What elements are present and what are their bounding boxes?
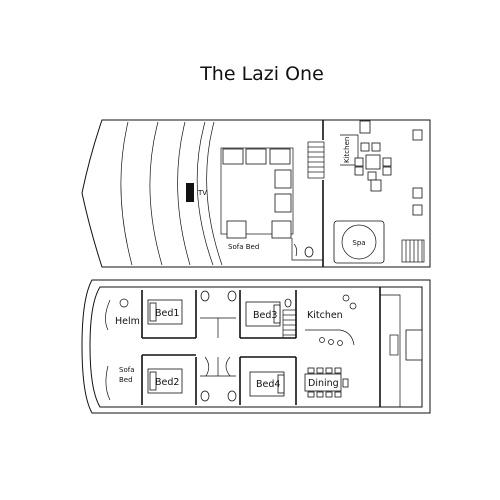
stern-deck-line <box>380 294 401 407</box>
sofa-bed-label: Sofa Bed <box>228 243 259 251</box>
bathroom-wall <box>291 238 323 261</box>
kitchen-counter <box>305 329 355 346</box>
stool-icon <box>328 339 334 345</box>
dining-label: Dining <box>308 378 339 389</box>
kitchen-counter <box>340 134 359 166</box>
sofa-icon <box>222 148 292 239</box>
helm-wheel-icon <box>119 298 129 308</box>
stern-bench-icon <box>405 329 423 361</box>
bathroom-door <box>293 243 298 257</box>
stairs-icon <box>282 309 297 339</box>
bow-curve-1 <box>120 121 133 266</box>
toilet-icon <box>227 390 237 402</box>
toilet-icon <box>284 298 292 308</box>
bathroom-partition <box>200 317 236 338</box>
stool-icon <box>319 337 325 343</box>
bed1-label: Bed1 <box>155 308 179 319</box>
bathroom-door <box>225 356 231 377</box>
stool-icon <box>337 340 343 346</box>
helm-console <box>105 299 111 331</box>
bow-curve-4 <box>196 121 214 266</box>
upper-deck-outline <box>81 119 431 268</box>
stool-icon <box>359 120 371 134</box>
spa-icon <box>333 220 385 264</box>
bed3-label: Bed3 <box>253 310 277 321</box>
bow-curve-5 <box>206 121 223 266</box>
bed2-label: Bed2 <box>155 377 179 388</box>
chair-icon <box>412 187 423 199</box>
upper-kitchen-label: Kitchen <box>343 137 351 163</box>
toilet-icon <box>200 290 210 302</box>
bow-curve-2 <box>149 121 163 266</box>
helm-label: Helm <box>115 316 140 327</box>
bed4-label: Bed4 <box>256 379 280 390</box>
lower-deck-inner-hull <box>89 286 423 408</box>
sofa-bed-console <box>105 365 111 401</box>
sofa-bed-label-line2: Bed <box>119 376 133 384</box>
chair-icon <box>370 179 382 192</box>
stern-stairs-icon <box>401 239 425 263</box>
toilet-icon <box>227 290 237 302</box>
tv-icon <box>186 183 194 202</box>
spa-label: Spa <box>352 239 365 247</box>
lower-kitchen-label: Kitchen <box>307 310 343 321</box>
toilet-icon <box>304 246 314 258</box>
table-icon <box>354 142 392 181</box>
bed-icon <box>147 368 183 394</box>
table-icon <box>304 367 349 398</box>
tv-label: TV <box>197 189 207 197</box>
bed-icon <box>147 299 183 325</box>
bathroom-partition-lower <box>200 357 236 377</box>
stool-icon <box>342 294 350 302</box>
lower-deck: Helm Sofa Bed Bed1 Bed2 Bed3 <box>81 279 431 414</box>
plan-title: The Lazi One <box>199 63 324 85</box>
stool-icon <box>349 302 357 310</box>
bow-curve-3 <box>177 121 191 266</box>
chair-icon <box>412 129 423 141</box>
bed-icon <box>249 371 285 397</box>
stairs-icon <box>307 141 325 179</box>
upper-deck: TV Sofa Bed Kitchen <box>81 119 431 268</box>
chair-icon <box>360 142 370 152</box>
bathroom-door <box>204 356 210 377</box>
lower-deck-outline <box>81 279 431 414</box>
bed-icon <box>245 301 281 327</box>
chair-icon <box>412 204 423 216</box>
lounge-area <box>220 147 294 235</box>
sofa-bed-label-line1: Sofa <box>119 366 134 374</box>
toilet-icon <box>200 390 210 402</box>
stern-step-icon <box>389 334 399 356</box>
